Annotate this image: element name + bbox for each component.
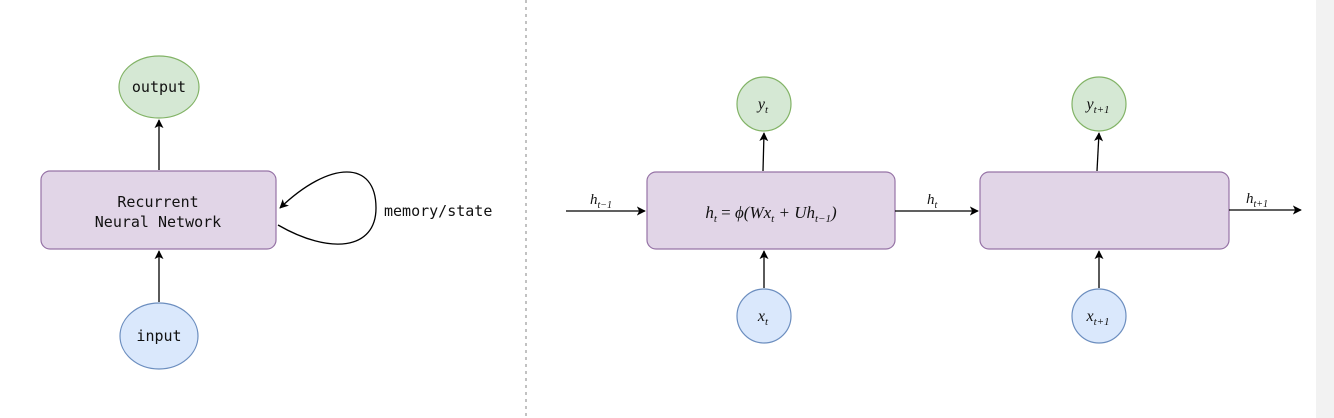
y-t-node — [736, 76, 792, 132]
y-t-label: yt — [756, 96, 769, 116]
hidden-state-formula: ht = ϕ(Wxt + Uht−1) — [705, 203, 837, 225]
x-t-label: xt — [757, 308, 769, 328]
h-t-label: ht — [927, 192, 938, 211]
x-t-plus-1-node — [1071, 288, 1127, 344]
output-label: output — [132, 78, 186, 96]
right-edge-shade — [1316, 0, 1334, 418]
arrow-cell1-to-y-t — [759, 132, 769, 172]
output-node — [118, 55, 200, 119]
h-prev-label: ht−1 — [590, 192, 612, 211]
unfolded-rnn: yt yt+1 ht−1 ht = ϕ(Wxt + Uht−1) ht ht+1… — [566, 76, 1302, 344]
input-label: input — [136, 327, 181, 345]
arrow-cell2-to-y-t-plus-1 — [1094, 132, 1104, 172]
y-t-plus-1-label: yt+1 — [1084, 96, 1109, 116]
rnn-label-line1: Recurrent — [117, 193, 198, 211]
rnn-box — [40, 170, 277, 250]
memory-state-label: memory/state — [384, 202, 492, 220]
x-t-plus-1-label: xt+1 — [1085, 308, 1109, 328]
h-next-label: ht+1 — [1246, 191, 1268, 210]
memory-loop-arrow — [277, 171, 377, 245]
x-t-node — [736, 288, 792, 344]
rnn-cell-t-plus-1 — [979, 171, 1230, 250]
input-node — [119, 302, 199, 370]
y-t-plus-1-node — [1071, 76, 1127, 132]
folded-rnn: output Recurrent Neural Network memory/s… — [40, 55, 492, 370]
rnn-label-line2: Neural Network — [95, 213, 221, 231]
